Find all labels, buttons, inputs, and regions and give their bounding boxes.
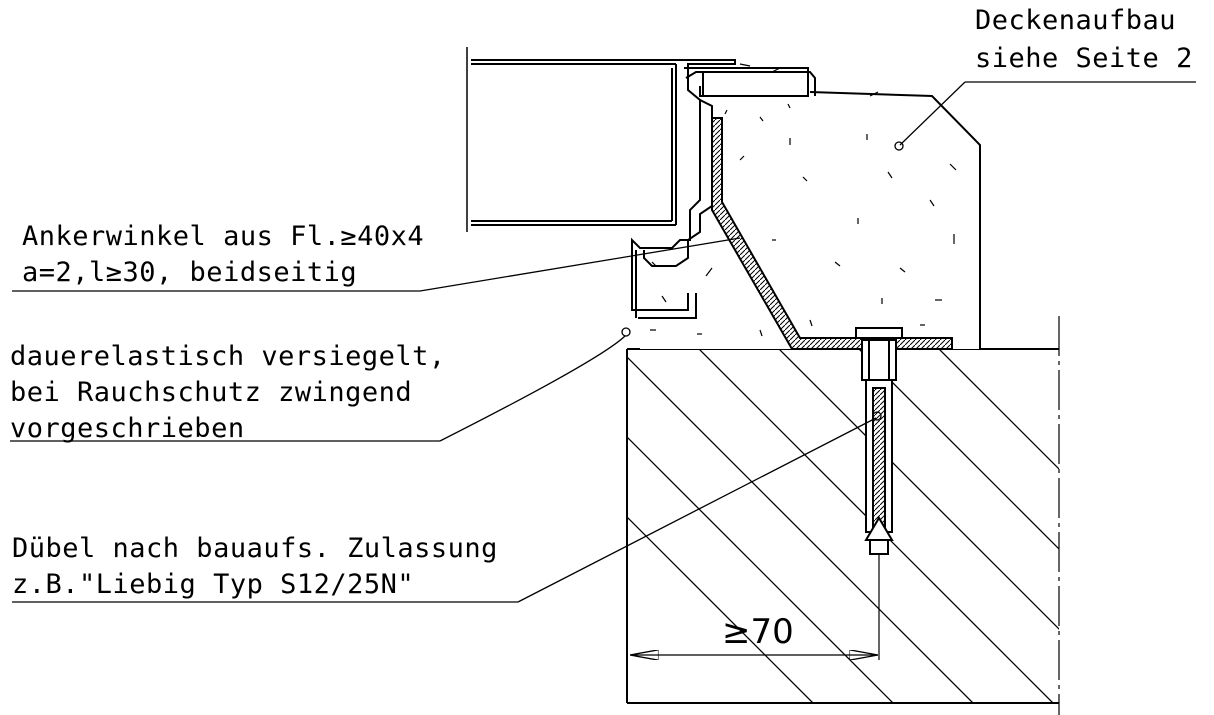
anchor-dowel <box>855 327 903 660</box>
label-versiegelt-3: vorgeschrieben <box>10 413 245 444</box>
door-frame <box>466 47 816 319</box>
floor-buildup <box>640 63 981 349</box>
label-ankerwinkel-2: a=2,l≥30, beidseitig <box>22 257 357 288</box>
dimension-label: ≥70 <box>722 612 794 652</box>
label-versiegelt-2: bei Rauchschutz zwingend <box>10 377 412 408</box>
label-ankerwinkel-1: Ankerwinkel aus Fl.≥40x4 <box>22 221 424 252</box>
dimension-line: ≥70 <box>630 612 878 655</box>
label-deckenaufbau-1: Deckenaufbau <box>975 5 1176 36</box>
label-duebel-1: Dübel nach bauaufs. Zulassung <box>12 533 498 564</box>
label-versiegelt-1: dauerelastisch versiegelt, <box>10 341 446 372</box>
anchor-angle <box>711 117 953 350</box>
label-deckenaufbau-2: siehe Seite 2 <box>975 43 1193 74</box>
label-duebel-2: z.B."Liebig Typ S12/25N" <box>12 569 414 600</box>
leader-lines <box>10 81 1196 603</box>
